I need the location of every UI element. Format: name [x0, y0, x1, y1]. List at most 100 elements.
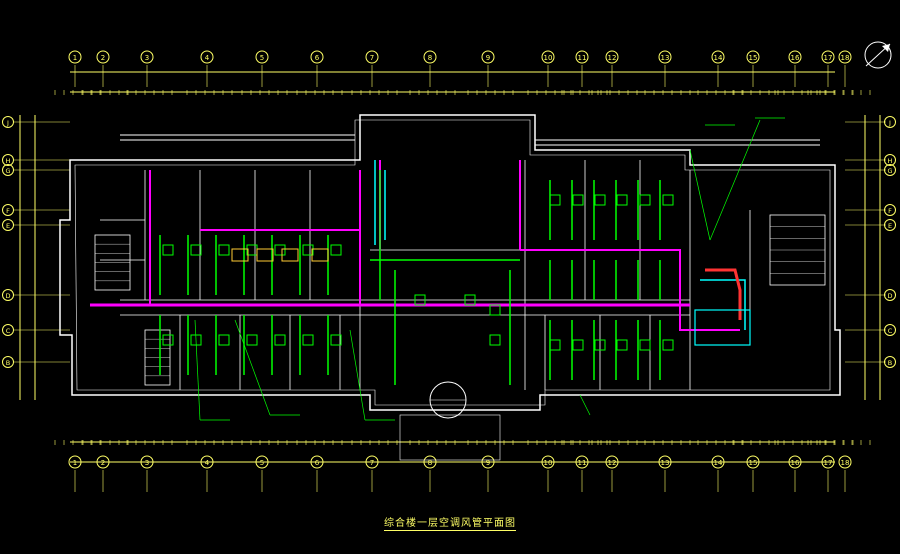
- air-diffuser: [549, 339, 561, 351]
- fan-coil-unit: [231, 248, 249, 262]
- axis-bubble: [68, 455, 82, 469]
- air-diffuser: [162, 244, 174, 256]
- column-axis-label: 9: [486, 54, 490, 62]
- column-axis-label: 8: [428, 459, 432, 467]
- air-diffuser: [489, 304, 501, 316]
- axis-bubble: [838, 455, 852, 469]
- fan-coil-unit: [281, 248, 299, 262]
- air-diffuser: [274, 244, 286, 256]
- north-arrow-head: [882, 44, 890, 52]
- drawing-title: 综合楼一层空调风管平面图: [0, 514, 900, 531]
- column-axis-label: 5: [260, 459, 264, 467]
- axis-bubble: [2, 289, 14, 301]
- air-diffuser: [639, 194, 651, 206]
- axis-labels: 1122334455667788991010111112121313141415…: [5, 54, 892, 467]
- annotation-leader: [579, 394, 591, 416]
- air-diffuser: [414, 294, 426, 306]
- air-diffuser: [594, 194, 606, 206]
- axis-bubble: [2, 116, 14, 128]
- column-axis-label: 17: [824, 459, 833, 467]
- row-axis-label: E: [6, 222, 10, 230]
- axis-bubble: [423, 455, 437, 469]
- column-axis-label: 15: [749, 459, 758, 467]
- row-axis-label: C: [6, 327, 11, 335]
- column-axis-label: 5: [260, 54, 264, 62]
- building-walls: [59, 114, 841, 461]
- annotation-leader: [689, 149, 711, 241]
- column-axis-label: 7: [370, 54, 374, 62]
- column-axis-label: 16: [791, 54, 800, 62]
- column-axis-label: 10: [544, 54, 553, 62]
- column-axis-label: 2: [101, 459, 105, 467]
- column-axis-label: 12: [608, 459, 617, 467]
- axis-bubble: [255, 50, 269, 64]
- axis-bubble: [821, 50, 835, 64]
- axis-bubble: [788, 455, 802, 469]
- air-diffuser: [246, 334, 258, 346]
- row-axis-label: D: [5, 292, 10, 300]
- axis-bubble: [365, 455, 379, 469]
- column-axis-label: 17: [824, 54, 833, 62]
- row-axis-label: H: [6, 157, 11, 165]
- annotation-leader: [194, 319, 201, 421]
- column-axis-label: 13: [661, 459, 670, 467]
- axis-bubble: [423, 50, 437, 64]
- air-diffuser: [489, 334, 501, 346]
- row-axis-label: F: [888, 207, 892, 215]
- column-axis-label: 1: [73, 54, 77, 62]
- axis-bubble: [711, 50, 725, 64]
- axis-bubble: [541, 50, 555, 64]
- column-axis-label: 11: [578, 54, 587, 62]
- axis-bubble: [821, 455, 835, 469]
- column-axis-label: 10: [544, 459, 553, 467]
- row-axis-label: E: [888, 222, 892, 230]
- axis-bubble: [96, 50, 110, 64]
- axis-bubble: [310, 455, 324, 469]
- air-diffuser: [616, 194, 628, 206]
- row-axis-label: G: [5, 167, 10, 175]
- axis-bubble: [481, 50, 495, 64]
- ahu-duct: [705, 268, 742, 320]
- axis-bubble: [711, 455, 725, 469]
- building-outline: [59, 114, 841, 411]
- row-axis-label: B: [888, 359, 892, 367]
- column-axis-label: 4: [205, 459, 210, 467]
- column-axis-label: 12: [608, 54, 617, 62]
- axis-bubble: [481, 455, 495, 469]
- row-axis-label: G: [887, 167, 892, 175]
- column-axis-label: 14: [714, 459, 723, 467]
- column-axis-label: 1: [73, 459, 77, 467]
- axis-bubble: [658, 455, 672, 469]
- axis-bubble: [140, 50, 154, 64]
- axis-bubble: [2, 356, 14, 368]
- air-diffuser: [190, 244, 202, 256]
- axis-bubble: [788, 50, 802, 64]
- axis-bubble: [605, 455, 619, 469]
- column-axis-label: 8: [428, 54, 432, 62]
- column-axis-label: 15: [749, 54, 758, 62]
- axis-bubble: [838, 50, 852, 64]
- air-diffuser: [549, 194, 561, 206]
- row-axis-label: H: [888, 157, 893, 165]
- inner-wall: [74, 119, 831, 406]
- air-diffuser: [594, 339, 606, 351]
- row-axis-label: J: [6, 119, 9, 127]
- axis-bubble: [746, 50, 760, 64]
- air-diffuser: [330, 244, 342, 256]
- air-diffuser: [302, 244, 314, 256]
- row-axis-label: F: [6, 207, 10, 215]
- axis-bubble: [575, 50, 589, 64]
- column-axis-label: 11: [578, 459, 587, 467]
- column-axis-label: 4: [205, 54, 210, 62]
- axis-bubble: [200, 50, 214, 64]
- fan-coil-unit: [311, 248, 329, 262]
- axis-bubble: [200, 455, 214, 469]
- column-axis-label: 9: [486, 459, 490, 467]
- axis-bubble: [96, 455, 110, 469]
- axis-bubble: [140, 455, 154, 469]
- column-axis-label: 3: [145, 54, 149, 62]
- row-axis-label: J: [888, 119, 891, 127]
- column-axis-label: 6: [315, 54, 320, 62]
- axis-bubble: [541, 455, 555, 469]
